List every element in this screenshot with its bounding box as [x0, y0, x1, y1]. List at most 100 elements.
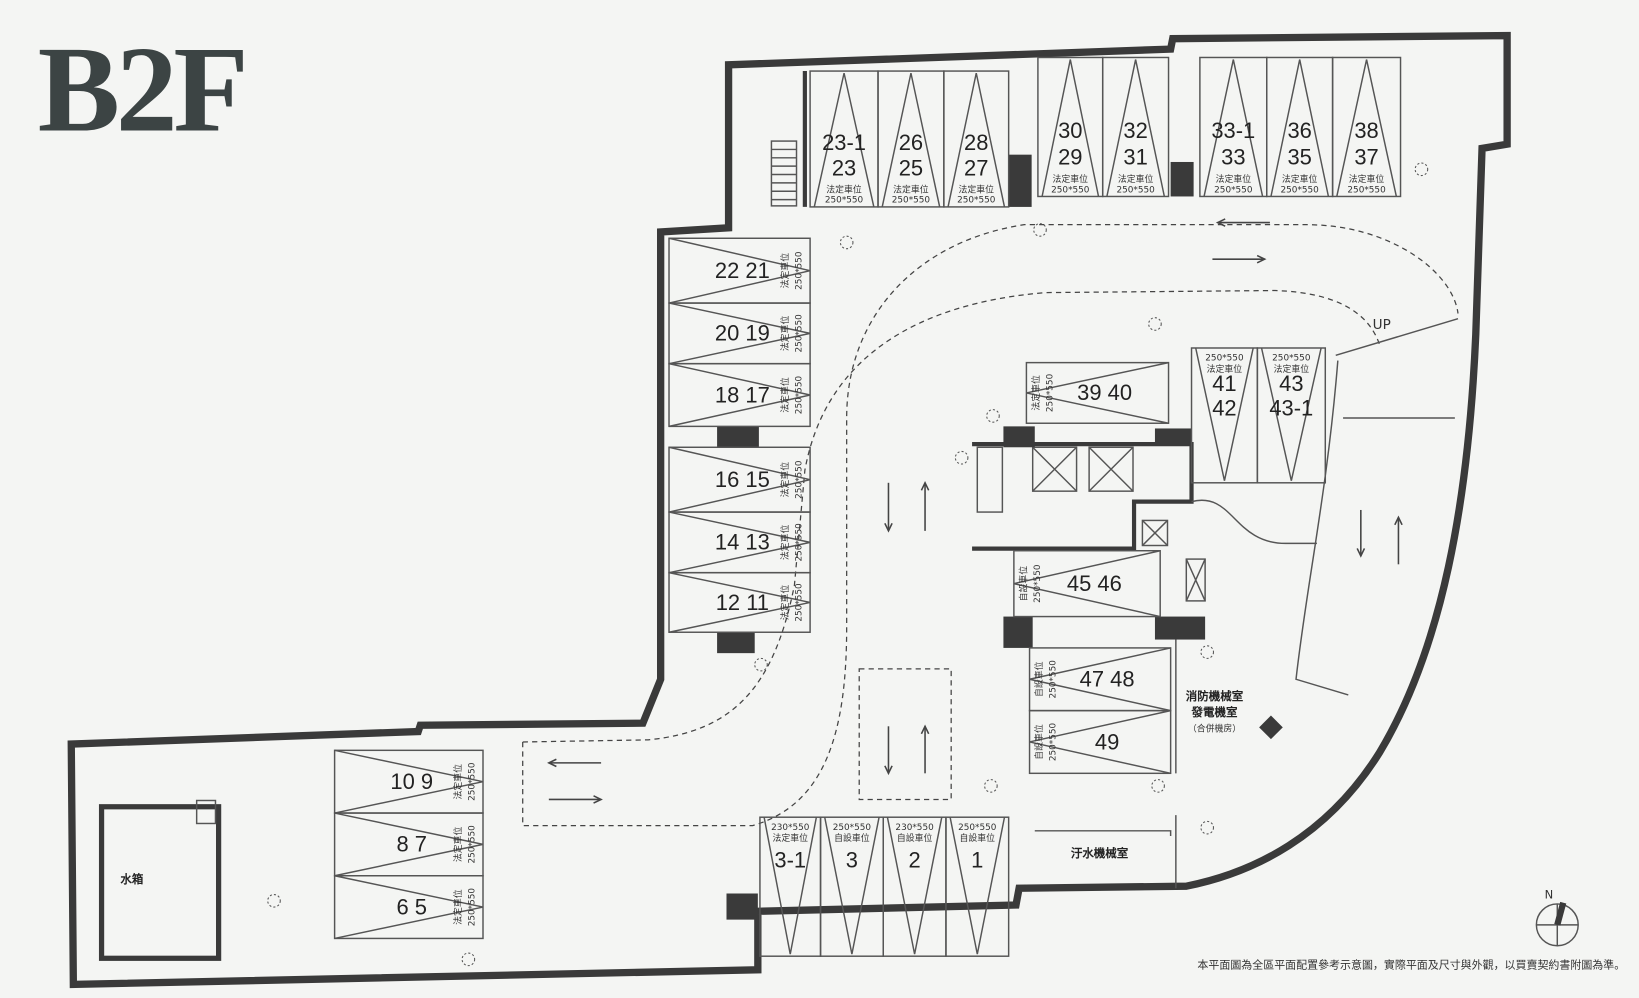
stall-type: 法定車位: [1030, 375, 1042, 411]
stall-size: 250*550: [468, 825, 478, 864]
stall-type: 法定車位: [779, 315, 791, 351]
sprinkler-icon: [986, 409, 1000, 423]
stall-marking: [668, 571, 811, 633]
stall-outline: [943, 70, 1010, 208]
stall-type: 法定車位: [1207, 363, 1243, 375]
parking-stall[interactable]: 49 自設車位 250*550: [1028, 709, 1172, 775]
stall-size: 250*550: [1046, 373, 1056, 412]
stall-number: 33: [1221, 144, 1245, 169]
stall-marking: [1029, 709, 1171, 775]
stall-outline: [1101, 56, 1170, 198]
stall-size: 250*550: [1049, 722, 1059, 761]
stall-number: 14 13: [715, 530, 770, 555]
stall-type: 法定車位: [1118, 173, 1154, 185]
stall-size: 250*550: [1214, 185, 1253, 195]
sprinkler-icon: [1200, 820, 1214, 835]
stall-type: 法定車位: [1216, 173, 1252, 185]
stall-number: 31: [1123, 144, 1147, 169]
stall-size: 230*550: [895, 823, 934, 833]
core-block: [972, 426, 1317, 889]
sprinkler-icon: [461, 952, 476, 967]
stall-size: 250*550: [795, 314, 805, 353]
stall-size: 250*550: [958, 823, 997, 833]
generator-room-label: 發電機室: [1191, 705, 1238, 719]
stall-number: 45 46: [1067, 571, 1122, 596]
stall-number: 22 21: [715, 258, 770, 283]
parking-stalls: 23-123法定車位250*5502625法定車位250*5502827法定車位…: [333, 56, 1402, 957]
stall-marking: [886, 817, 943, 955]
stall-size: 250*550: [1347, 185, 1386, 195]
stall-type: 法定車位: [959, 183, 995, 195]
stall-type: 法定車位: [1349, 173, 1385, 185]
direction-arrow-icon: [884, 482, 893, 533]
sprinkler-icon: [954, 450, 969, 465]
stall-type: 法定車位: [452, 764, 464, 800]
stall-marking: [334, 812, 484, 877]
stall-number: 3: [846, 847, 858, 872]
sprinkler-icon: [1414, 162, 1429, 177]
stall-number: 41: [1212, 371, 1236, 396]
stall-number: 10 9: [390, 769, 433, 794]
stall-type: 法定車位: [893, 183, 929, 195]
stall-size: 250*550: [1272, 354, 1311, 364]
stall-number: 16 15: [715, 467, 770, 492]
stall-size: 250*550: [833, 823, 872, 833]
column: [717, 426, 759, 448]
stall-number: 47 48: [1080, 667, 1135, 692]
stall-marking: [1260, 347, 1322, 481]
stall-number: 20 19: [715, 321, 770, 346]
parking-stall[interactable]: 20 19 法定車位 250*550: [668, 302, 811, 365]
stall-type: 法定車位: [772, 832, 808, 844]
direction-arrow-icon: [1356, 509, 1366, 558]
stall-outline: [945, 816, 1010, 957]
stall-size: 250*550: [892, 196, 931, 206]
stall-size: 250*550: [1051, 185, 1090, 195]
stall-type: 自設車位: [1017, 566, 1029, 602]
stall-marking: [1194, 347, 1254, 481]
stall-number: 3-1: [774, 847, 806, 872]
stall-marking: [1336, 59, 1398, 197]
stall-number: 30: [1058, 118, 1082, 143]
stall-number: 1: [971, 847, 983, 872]
stall-size: 230*550: [771, 823, 810, 833]
merged-room-note: （合併機房）: [1188, 723, 1241, 735]
stall-number: 49: [1095, 729, 1119, 754]
stall-number: 32: [1123, 118, 1147, 143]
driveway-outer: [522, 224, 1459, 827]
stall-type: 法定車位: [779, 585, 791, 621]
stall-marking: [1013, 550, 1161, 618]
stall-type: 法定車位: [1053, 173, 1089, 185]
stall-type: 自設車位: [1033, 724, 1045, 760]
sprinkler-icon: [984, 779, 998, 793]
stall-marking: [668, 362, 811, 428]
ramp-up: UP: [1295, 317, 1459, 696]
water-tank-label: 水箱: [120, 872, 143, 886]
stairs: [770, 140, 798, 207]
